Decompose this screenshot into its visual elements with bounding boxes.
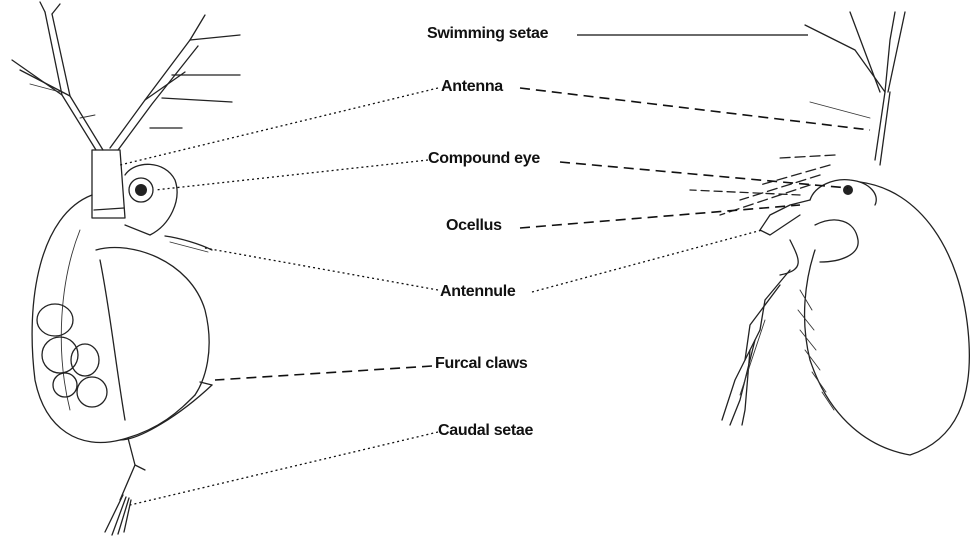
left-caudal-spine — [120, 465, 135, 500]
left-egg — [37, 304, 73, 336]
label-compound-eye: Compound eye — [428, 150, 540, 168]
left-antenna-branches — [12, 2, 240, 150]
label-swimming-setae: Swimming setae — [427, 25, 548, 43]
right-carapace — [805, 182, 970, 455]
left-egg — [71, 344, 99, 376]
leader-furcal-claws — [215, 366, 432, 380]
leader-antenna-right — [520, 88, 870, 130]
right-antenna-branch — [805, 25, 885, 92]
right-compound-eye — [843, 185, 853, 195]
left-carapace — [32, 195, 195, 443]
leader-ocellus — [520, 205, 800, 228]
label-antenna: Antenna — [441, 78, 503, 96]
leader-compound-eye-right — [560, 162, 848, 188]
leader-antennule-left — [205, 248, 438, 290]
label-furcal-claws: Furcal claws — [435, 355, 527, 373]
right-rostrum — [760, 200, 810, 235]
label-ocellus: Ocellus — [446, 217, 502, 235]
label-antennule: Antennule — [440, 283, 516, 301]
label-caudal-setae: Caudal setae — [438, 422, 533, 440]
left-daphnia — [12, 2, 240, 535]
right-daphnia — [690, 12, 969, 455]
left-head — [125, 164, 177, 235]
leader-caudal-setae — [130, 432, 438, 505]
left-egg — [77, 377, 107, 407]
leader-antennule-right — [532, 230, 762, 292]
leader-antenna-left — [120, 88, 438, 165]
left-postabdomen — [120, 385, 212, 440]
leader-compound-eye-left — [155, 160, 428, 190]
